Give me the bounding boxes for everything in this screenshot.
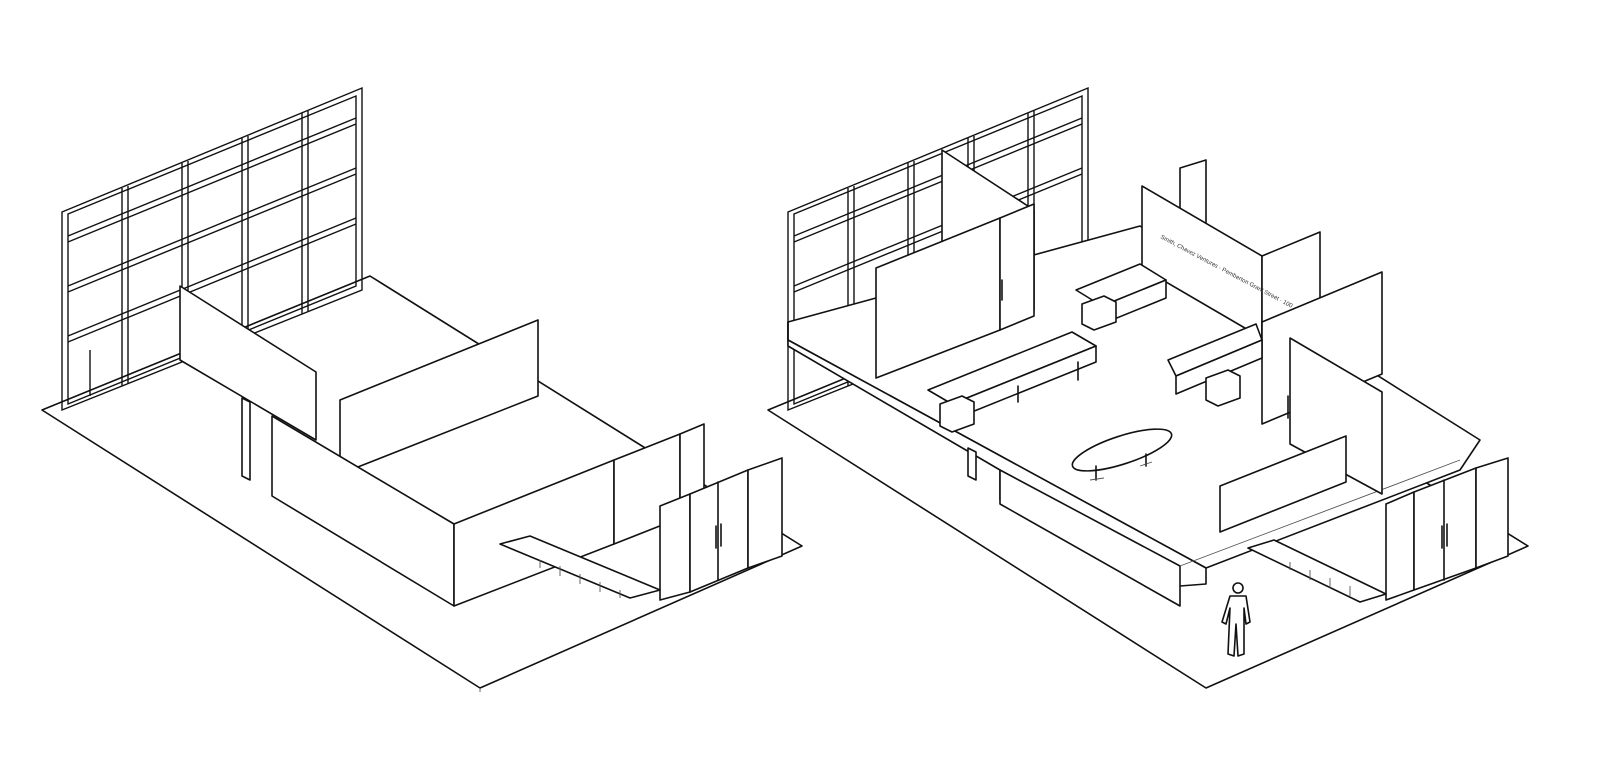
right-axonometric-view: Smith, Chavez Ventures · Pemberton Grant…	[767, 86, 1529, 689]
right-stair	[1247, 539, 1387, 603]
left-partition-wall-1	[179, 285, 317, 441]
support-column	[967, 447, 977, 481]
left-curtain-wall	[61, 86, 363, 412]
workstation-cluster-3	[1167, 323, 1263, 407]
left-entry-doors	[659, 457, 783, 601]
human-figure	[1221, 582, 1251, 657]
meeting-table	[1071, 428, 1173, 481]
workstation-cluster-2	[1075, 263, 1167, 331]
left-partition-wall-2	[339, 319, 539, 475]
left-partition-end	[241, 397, 251, 481]
right-low-partition	[1219, 435, 1347, 533]
right-door-panel	[999, 203, 1035, 331]
mezzanine-underside	[999, 469, 1181, 607]
left-axonometric-view	[41, 86, 803, 692]
workstation-cluster-1	[927, 331, 1097, 433]
right-entry-doors	[1385, 457, 1509, 601]
left-stair	[499, 535, 661, 599]
